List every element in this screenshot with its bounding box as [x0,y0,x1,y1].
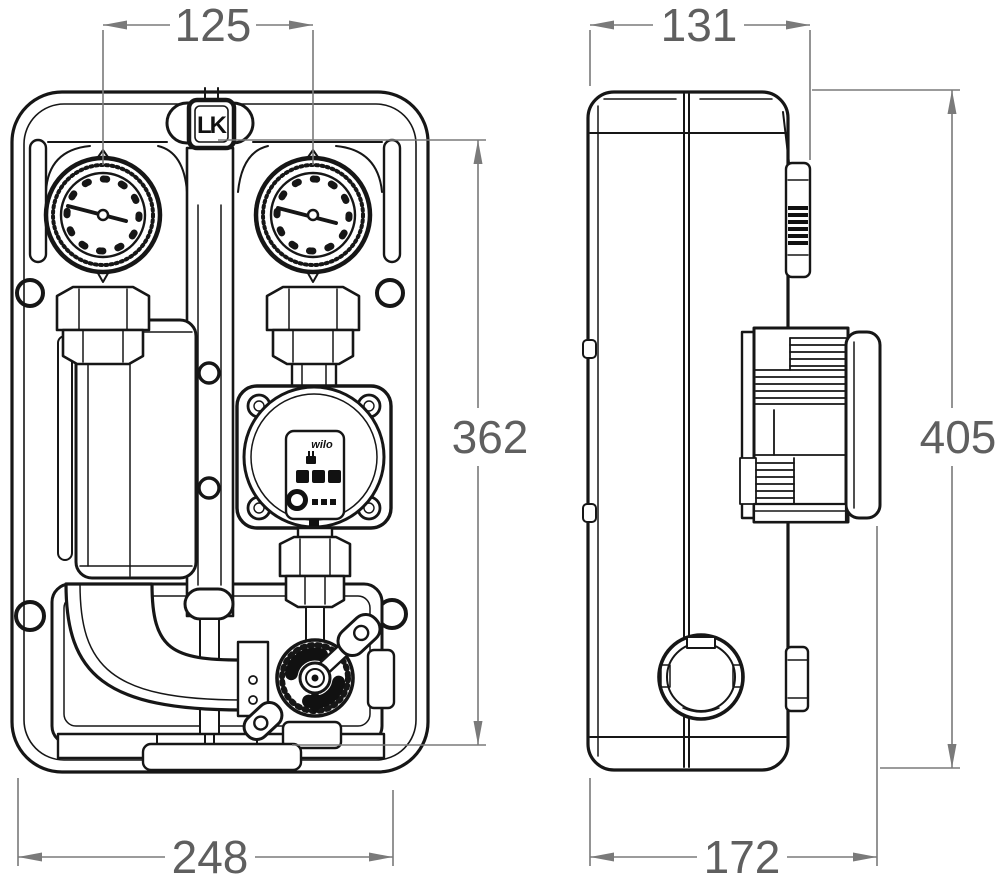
gauge-tick-ring [273,175,353,255]
side-view [582,90,882,772]
left-union-nut [55,285,151,366]
gauge-hub [96,208,110,222]
left-temperature-gauge [43,149,163,283]
valve-outlet-pocket [366,648,396,710]
side-sensor-pocket [782,111,812,279]
dimension-pipe-spacing: 125 [102,0,314,165]
gauge-tick-ring [63,175,143,255]
pump-indicator-leds [312,499,336,505]
dimension-value-248: 248 [172,831,249,883]
dimension-total-height: 405 [812,89,997,769]
mixing-valve [242,612,382,742]
side-clip-tab [582,503,597,523]
pump-speed-knob [286,489,308,511]
valve-foot [281,720,343,750]
dimension-annotations: 125 131 362 [17,0,997,883]
side-bottom-port [657,633,745,721]
strut-oval-slot [183,587,235,621]
dimension-value-172: 172 [704,831,781,883]
front-right-vent-slot [382,138,402,264]
brand-badge: LK [165,87,255,151]
dimension-value-131: 131 [661,0,738,51]
front-bottom-foot [141,742,303,772]
dimension-front-height: 362 [218,139,529,746]
pump-head-fins-top [753,337,847,405]
dimension-top-depth: 131 [589,0,811,160]
front-view: LK wilo [10,87,430,774]
dimension-bottom-depth: 172 [589,526,878,883]
lk-logo-icon [186,97,237,151]
gauge-hub [306,208,320,222]
dimension-value-362: 362 [452,411,529,463]
strut-bolt-hole [197,476,221,500]
pump-plug-icon [306,451,316,464]
circulation-pump: wilo [235,384,393,546]
right-union-nut [265,285,361,366]
pump-head-fins-bottom [739,457,795,505]
side-clip-tab [582,339,597,359]
dimension-value-405: 405 [920,411,997,463]
strut-bolt-hole [197,361,221,385]
side-pump-head [739,326,882,524]
dimension-total-width: 248 [17,778,394,883]
lk-logo-text: LK [197,112,228,139]
right-temperature-gauge [253,149,373,283]
front-left-vent-slot [28,138,48,264]
pump-brand-text: wilo [311,439,333,451]
pump-buttons [296,470,341,483]
valve-flow-marker [305,690,325,714]
side-bottom-pocket [784,645,810,713]
front-shell-outline [10,90,430,774]
dimension-value-125: 125 [175,0,252,51]
